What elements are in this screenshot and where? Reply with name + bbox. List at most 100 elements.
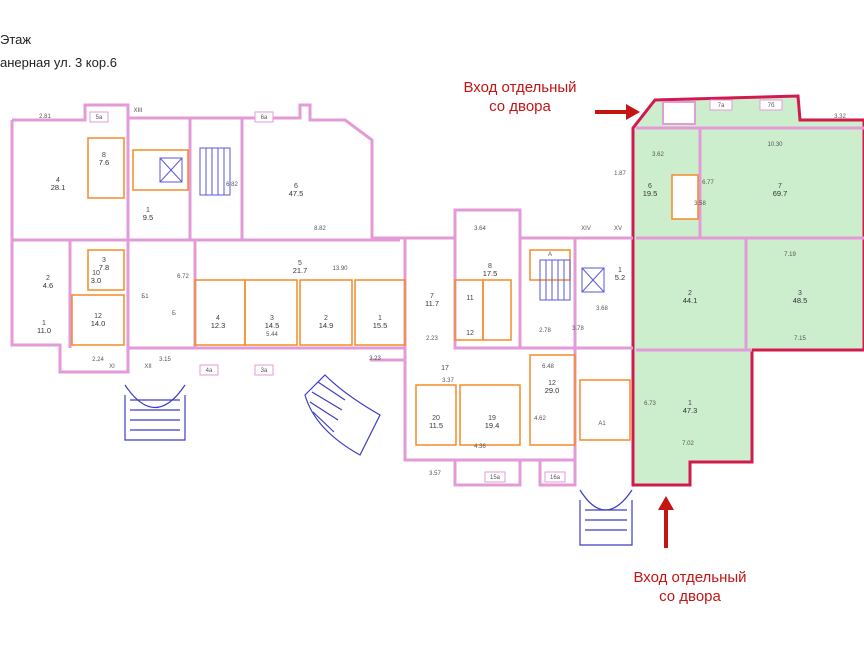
axis-label-0: XIII (133, 108, 142, 114)
partitions (71, 137, 631, 446)
axis-label-15: 15а (490, 475, 501, 481)
axis-label-4: XI (109, 364, 115, 370)
entrance-note-top: Вход отдельный со двора (445, 78, 595, 116)
room-area: 14.9 (319, 321, 334, 330)
axis-label-5: A (548, 252, 552, 258)
room-number-11: 11 (466, 295, 473, 302)
dimension-label: 3.64 (474, 226, 486, 232)
room-number-1: 1 (378, 315, 382, 322)
dimension-label: 3.78 (572, 326, 584, 332)
axis-label-8: Б (172, 311, 176, 317)
room-area: 19.4 (485, 421, 500, 430)
dimension-label: 13.90 (332, 266, 348, 272)
room-area: 21.7 (293, 266, 308, 275)
room-area: 11.0 (37, 326, 51, 335)
room-number-3: 3 (270, 315, 274, 322)
room-number-1: 1 (688, 400, 692, 407)
room-area: 19.5 (643, 189, 658, 198)
dimension-label: 10.30 (767, 142, 783, 148)
room-area: 14.0 (91, 319, 106, 328)
axis-label-13: 4а (206, 368, 213, 374)
room-area: 4.6 (43, 281, 53, 290)
dimension-label: 6.77 (702, 180, 714, 186)
room-area: 9.5 (143, 213, 153, 222)
room-number-3: 3 (798, 290, 802, 297)
stair-icons (159, 147, 605, 301)
room-area: 17.5 (483, 269, 498, 278)
axis-label-14: 3а (261, 368, 268, 374)
dimension-label: 6.72 (177, 274, 189, 280)
dimension-label: 6.48 (542, 364, 554, 370)
dimension-label: 7.02 (682, 441, 694, 447)
room-number-6: 6 (648, 183, 652, 190)
dimension-label: 2.78 (539, 328, 551, 334)
axis-label-12: 7б (768, 103, 775, 109)
dimension-label: 6.82 (226, 182, 238, 188)
room-number-6: 6 (294, 183, 298, 190)
dimension-label: 4.62 (534, 416, 546, 422)
dimension-label: 3.15 (159, 357, 171, 363)
dimension-label: 2.81 (39, 114, 51, 120)
room-number-10: 10 (92, 270, 100, 277)
room-area: 3.0 (91, 276, 101, 285)
axis-label-6: A1 (598, 421, 606, 427)
axis-label-16: 16а (550, 475, 561, 481)
room-number-7: 7 (778, 183, 782, 190)
room-area: 47.5 (289, 189, 304, 198)
room-area: 14.5 (265, 321, 280, 330)
entrance-note-top-line1: Вход отдельный (463, 79, 577, 96)
axis-label-10: 6а (261, 115, 268, 121)
room-number-20: 20 (432, 415, 440, 422)
floor-label: Этаж (0, 32, 32, 47)
room-number-3: 3 (102, 257, 106, 264)
address-label: анерная ул. 3 кор.6 (0, 55, 117, 70)
room-number-1: 1 (618, 267, 622, 274)
porch-stairs (124, 374, 633, 546)
room-area: 12.3 (211, 321, 226, 330)
dimension-label: 7.15 (794, 336, 806, 342)
room-number-4: 4 (56, 177, 60, 184)
room-area: 7.8 (99, 263, 109, 272)
entrance-arrow-bottom (658, 496, 674, 548)
room-labels: 428.187.619.5647.537.824.6103.0111.01214… (37, 152, 807, 430)
room-area: 69.7 (773, 189, 788, 198)
entrance-note-top-line2: со двора (489, 98, 551, 115)
axis-label-2: XV (614, 226, 622, 232)
entrance-note-bottom: Вход отдельный со двора (615, 568, 765, 606)
entrance-note-bottom-line2: со двора (659, 588, 721, 605)
room-number-12: 12 (466, 330, 474, 337)
room-area: 44.1 (683, 296, 698, 305)
room-number-4: 4 (216, 315, 220, 322)
axis-label-9: 5а (96, 115, 103, 121)
dimension-label: 2.24 (92, 357, 104, 363)
entrance-note-bottom-line1: Вход отдельный (633, 569, 747, 586)
dimension-label: 2.23 (426, 336, 438, 342)
room-number-2: 2 (688, 290, 692, 297)
dimension-label: 7.19 (784, 252, 796, 258)
room-number-2: 2 (324, 315, 328, 322)
room-number-12: 12 (94, 313, 102, 320)
dimension-label: 3.57 (429, 471, 441, 477)
room-area: 7.6 (99, 158, 109, 167)
dimension-label: 3.62 (652, 152, 664, 158)
dimension-label: 6.73 (644, 401, 656, 407)
dimension-label: 4.36 (474, 444, 486, 450)
room-area: 28.1 (51, 183, 66, 192)
room-area: 11.5 (429, 421, 443, 430)
room-area: 47.3 (683, 406, 698, 415)
room-number-1: 1 (42, 320, 46, 327)
room-number-17: 17 (441, 365, 449, 372)
room-area: 15.5 (373, 321, 388, 330)
dimension-label: 3.58 (694, 201, 706, 207)
dimension-label: 8.82 (314, 226, 326, 232)
dimension-label: 3.23 (369, 356, 381, 362)
dimension-label: 3.37 (442, 378, 454, 384)
axis-markers (89, 99, 783, 483)
dimension-label: 5.44 (266, 332, 278, 338)
room-number-2: 2 (46, 275, 50, 282)
room-number-19: 19 (488, 415, 496, 422)
room-number-7: 7 (430, 293, 434, 300)
